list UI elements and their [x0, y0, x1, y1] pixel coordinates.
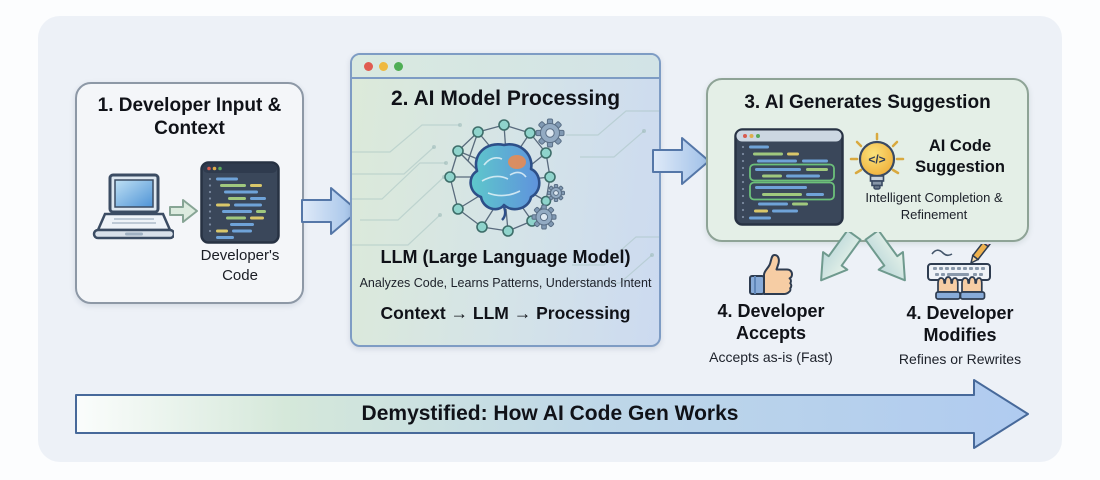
step4-accepts-detail: Accepts as-is (Fast) [709, 349, 833, 366]
lightbulb-code-icon: </> [849, 132, 905, 190]
step2-flow: Context → LLM → Processing [380, 303, 631, 323]
suggestion-code-editor-icon [734, 128, 844, 226]
banner-title: Demystified: How AI Code Gen Works [361, 402, 739, 425]
step4-accepts-title: 4. Developer Accepts [717, 301, 825, 343]
step3-label: AI Code Suggestion [915, 137, 1005, 176]
step2-title: 2. AI Model Processing [390, 87, 621, 110]
traffic-light-yellow-icon [379, 61, 388, 71]
traffic-light-green-icon [394, 61, 403, 71]
branch-arrows [820, 232, 906, 282]
step4-modifies-title: 4. Developer Modifies [906, 303, 1014, 345]
step2-model-label: LLM (Large Language Model) [380, 247, 631, 267]
step4-modifies-detail: Refines or Rewrites [898, 351, 1022, 368]
window-titlebar [352, 55, 659, 79]
thumbs-up-icon [749, 254, 793, 295]
flow-arrow-1 [301, 187, 359, 235]
step3-title: 3. AI Generates Suggestion [744, 92, 991, 113]
step4-accepts: 4. Developer Accepts Accepts as-is (Fast… [695, 248, 847, 365]
step3-detail: Intelligent Completion & Refinement [865, 190, 1003, 222]
step1-caption: Developer's Code [200, 247, 280, 284]
step2-detail: Analyzes Code, Learns Patterns, Understa… [359, 276, 652, 290]
banner-arrow [75, 379, 1029, 449]
developer-code-editor-icon [200, 161, 280, 244]
laptop-icon [92, 173, 174, 240]
flow-arrow-2 [652, 137, 710, 185]
step4-modifies: 4. Developer Modifies Refines or Rewrite… [884, 244, 1036, 367]
step2-window: 2. AI Model Processing [350, 53, 661, 347]
ai-brain-network-icon [444, 118, 565, 237]
svg-text:</>: </> [868, 153, 885, 167]
circuit-pattern [352, 110, 659, 284]
step3-card: 3. AI Generates Suggestion </> [706, 78, 1029, 242]
small-arrow-icon [169, 199, 198, 223]
traffic-light-red-icon [364, 61, 373, 71]
keyboard-typing-icon [927, 244, 992, 300]
step1-title: 1. Developer Input & Context [97, 95, 282, 140]
